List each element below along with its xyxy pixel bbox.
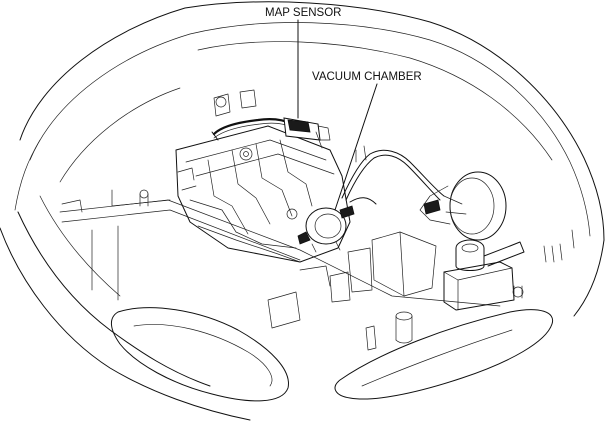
hood-outline bbox=[14, 1, 605, 241]
body-outline bbox=[0, 195, 605, 421]
vacuum-chamber-label: VACUUM CHAMBER bbox=[312, 71, 422, 83]
engine-block bbox=[175, 89, 351, 263]
brake-booster bbox=[419, 171, 507, 241]
engine-bay-components bbox=[267, 229, 575, 351]
left-headlight bbox=[111, 307, 289, 402]
brake-fluid-reservoir bbox=[455, 239, 525, 271]
front-support bbox=[59, 189, 501, 307]
vacuum-hose bbox=[341, 145, 445, 205]
right-headlight bbox=[334, 309, 554, 400]
map-sensor-label: MAP SENSOR bbox=[265, 7, 341, 19]
map-sensor bbox=[283, 117, 331, 149]
vacuum-chamber-leader-line bbox=[329, 83, 378, 226]
vacuum-chamber bbox=[297, 205, 355, 253]
battery bbox=[443, 261, 524, 311]
